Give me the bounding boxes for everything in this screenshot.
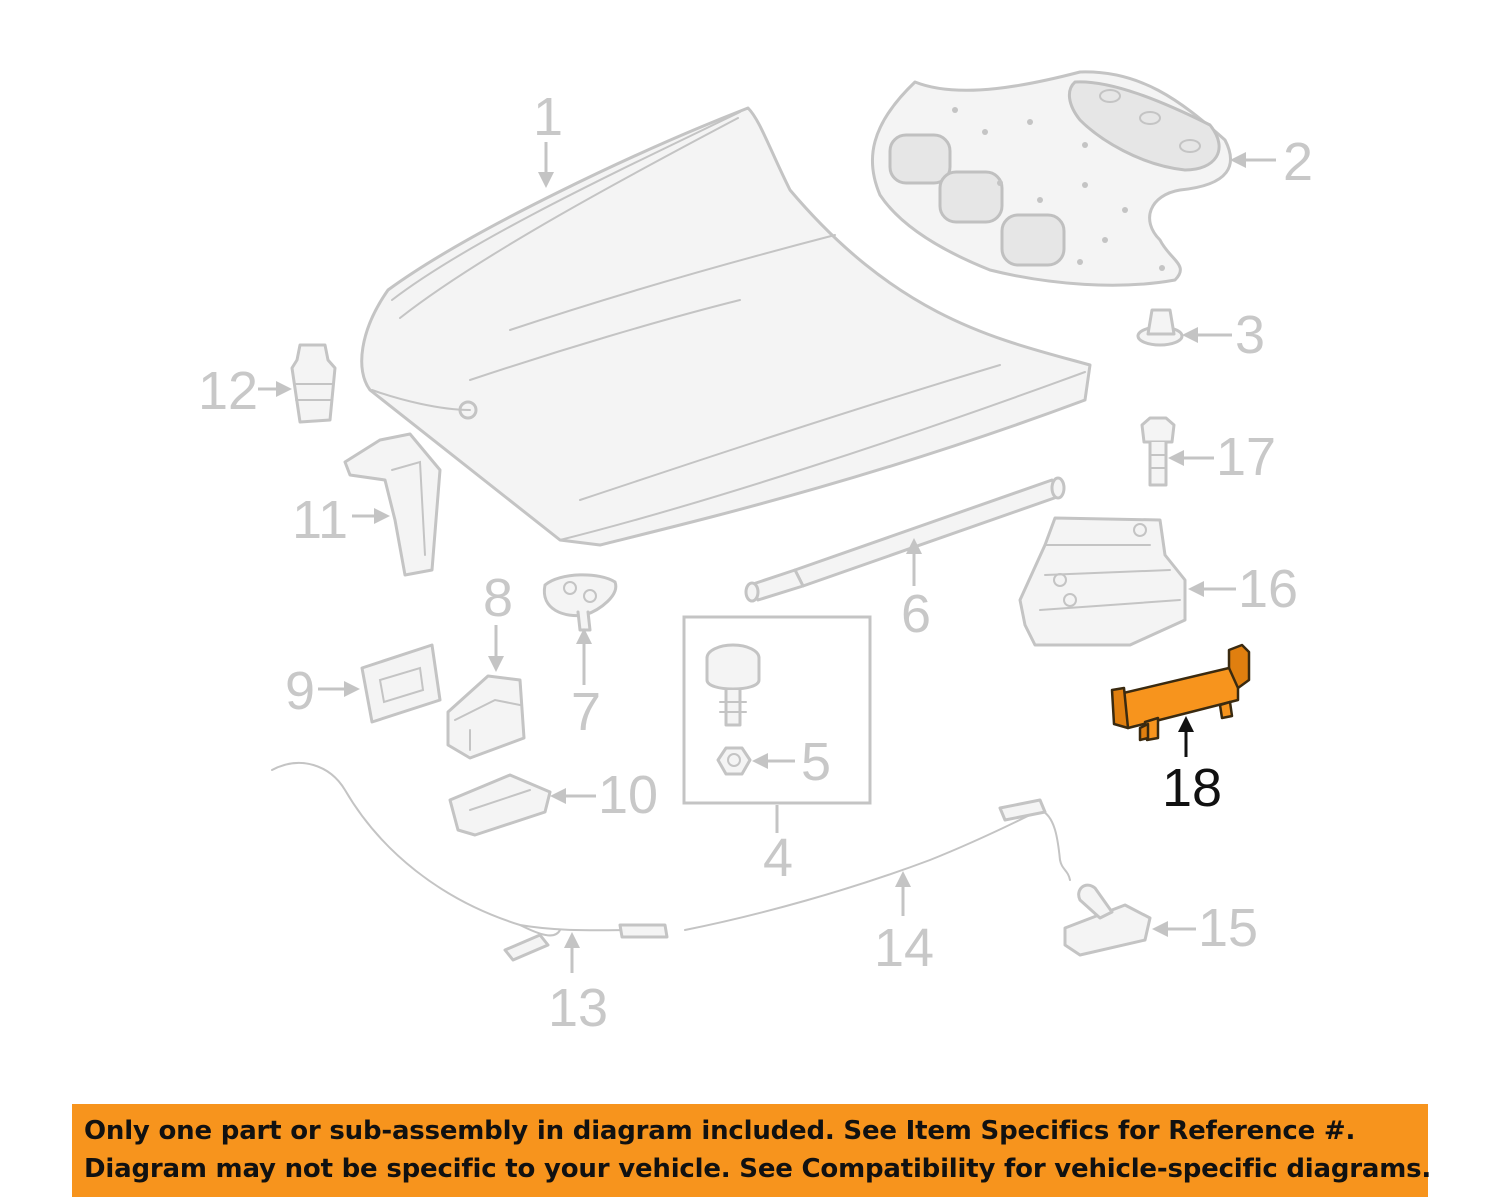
callout-11: 11 xyxy=(292,490,390,550)
callout-label-6: 6 xyxy=(901,584,931,644)
callout-9: 9 xyxy=(285,661,360,721)
part-14-release-cable xyxy=(684,798,1071,931)
disclaimer-banner: Only one part or sub-assembly in diagram… xyxy=(72,1104,1432,1197)
callout-10: 10 xyxy=(550,765,658,825)
callout-label-12: 12 xyxy=(198,361,258,421)
callout-8: 8 xyxy=(483,568,513,672)
part-16-latch xyxy=(1018,516,1187,647)
callout-label-15: 15 xyxy=(1198,898,1258,958)
part-17-bolt xyxy=(1140,416,1176,487)
part-10-guide xyxy=(448,773,552,837)
part-3-clip xyxy=(1136,308,1184,347)
callout-label-2: 2 xyxy=(1283,132,1313,192)
callout-13: 13 xyxy=(548,932,608,1038)
callout-label-4: 4 xyxy=(763,828,793,888)
part-15-lever xyxy=(1063,883,1152,957)
callout-3: 3 xyxy=(1182,305,1265,365)
callout-label-5: 5 xyxy=(801,732,831,792)
part-2-insulator xyxy=(870,70,1232,287)
part-13-release-cable xyxy=(271,761,669,962)
part-12-bumper-stop xyxy=(290,343,337,424)
callout-4: 4 xyxy=(763,805,793,888)
callout-label-17: 17 xyxy=(1216,427,1276,487)
part-5-nut xyxy=(716,746,752,776)
callout-label-8: 8 xyxy=(483,568,513,628)
callout-label-3: 3 xyxy=(1235,305,1265,365)
callout-1: 1 xyxy=(533,87,563,188)
part-1-hood xyxy=(360,106,1092,547)
part-11-hinge-bracket xyxy=(343,432,442,577)
callout-16: 16 xyxy=(1188,559,1298,619)
callout-label-1: 1 xyxy=(533,87,563,147)
callout-label-14: 14 xyxy=(874,918,934,978)
part-9-bracket xyxy=(360,643,442,724)
callout-label-10: 10 xyxy=(598,765,658,825)
callout-label-16: 16 xyxy=(1238,559,1298,619)
callout-17: 17 xyxy=(1168,427,1276,487)
callout-label-18: 18 xyxy=(1162,758,1222,818)
callout-15: 15 xyxy=(1152,898,1258,958)
part-18-bracket-highlighted xyxy=(1110,643,1251,742)
callout-7: 7 xyxy=(571,628,601,742)
callout-5: 5 xyxy=(752,732,831,792)
callout-2: 2 xyxy=(1230,132,1313,192)
part-8-lock xyxy=(446,674,526,760)
callout-label-7: 7 xyxy=(571,682,601,742)
callout-6: 6 xyxy=(901,538,931,644)
disclaimer-line-1: Only one part or sub-assembly in diagram… xyxy=(84,1116,1356,1146)
callout-label-11: 11 xyxy=(292,490,348,550)
callout-14: 14 xyxy=(874,871,934,978)
callout-12: 12 xyxy=(198,361,292,421)
callout-18: 18 xyxy=(1162,716,1222,818)
part-7-striker xyxy=(542,573,618,632)
part-6-strut xyxy=(744,476,1066,603)
callout-label-9: 9 xyxy=(285,661,315,721)
disclaimer-line-2: Diagram may not be specific to your vehi… xyxy=(84,1154,1432,1184)
callout-label-13: 13 xyxy=(548,978,608,1038)
part-4-bumper-kit xyxy=(682,615,872,805)
